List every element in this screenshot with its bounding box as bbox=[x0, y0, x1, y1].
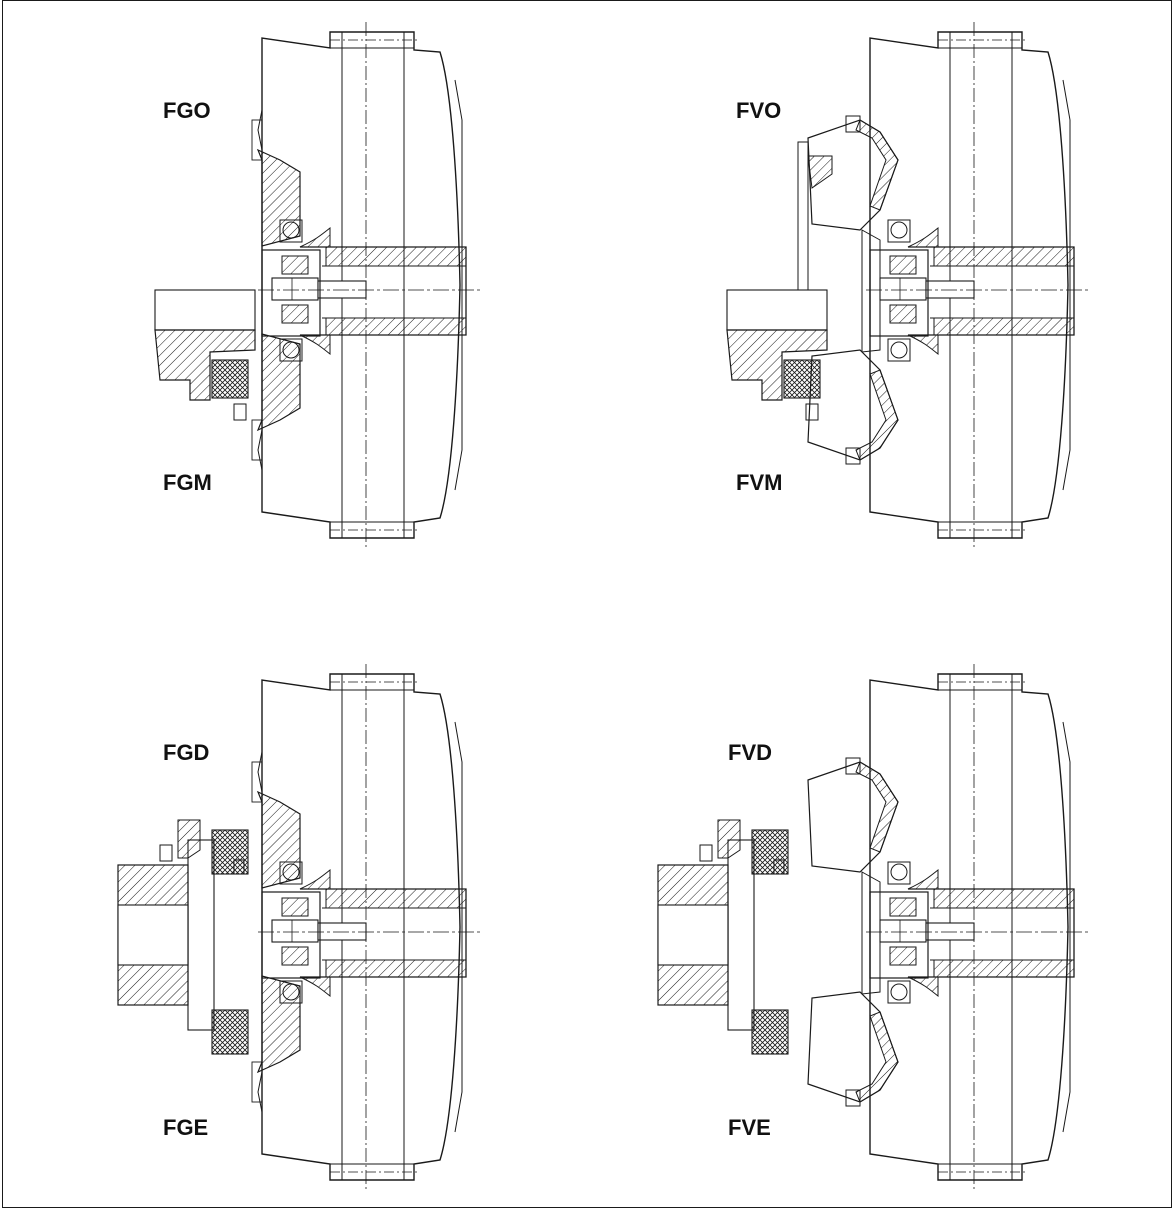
label-fgm: FGM bbox=[163, 470, 212, 495]
view-fg-bottom: FGD FGE bbox=[117, 663, 481, 1191]
view-fv-top: FVO FVM bbox=[726, 21, 1089, 549]
label-fge: FGE bbox=[163, 1115, 208, 1140]
label-fvm: FVM bbox=[736, 470, 782, 495]
view-fg-top: FGO FGM bbox=[154, 21, 481, 549]
view-fv-bottom: FVD FVE bbox=[657, 663, 1089, 1191]
label-fve: FVE bbox=[728, 1115, 771, 1140]
label-fvo: FVO bbox=[736, 98, 781, 123]
label-fgd: FGD bbox=[163, 740, 209, 765]
label-fvd: FVD bbox=[728, 740, 772, 765]
label-fgo: FGO bbox=[163, 98, 211, 123]
